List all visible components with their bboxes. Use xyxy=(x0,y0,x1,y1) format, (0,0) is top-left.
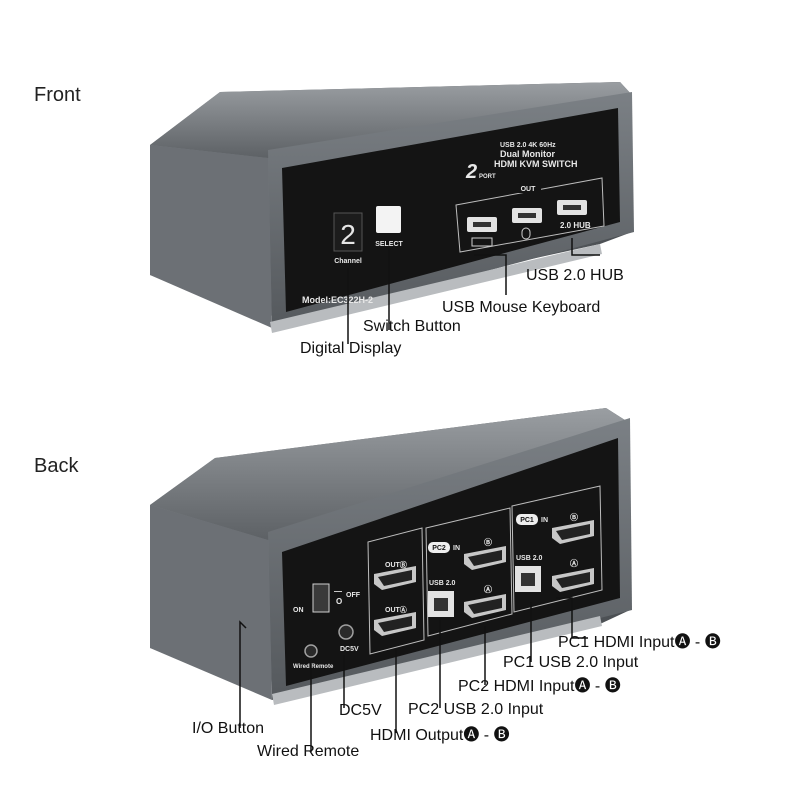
pc2-hdmi-b-slot xyxy=(468,550,502,566)
pc1-badge: PC1 xyxy=(520,517,534,524)
channel-label: Channel xyxy=(334,258,362,265)
back-panel xyxy=(282,438,620,686)
front-panel xyxy=(282,108,620,312)
digital-display xyxy=(333,212,363,252)
pc2-frame xyxy=(425,507,513,637)
out-group-frame xyxy=(455,177,605,253)
hdmi-output-frame xyxy=(367,527,425,655)
pc2-usb-b-slot xyxy=(434,598,448,611)
wired-remote-label: Wired Remote xyxy=(293,664,334,670)
pc1-frame xyxy=(511,485,603,613)
wired-remote-callout: Wired Remote xyxy=(257,743,360,760)
switch-on-mark: — xyxy=(334,587,342,596)
port-badge: 2 xyxy=(465,161,477,183)
front-title: Front xyxy=(34,84,81,106)
brand-line3: HDMI KVM SWITCH xyxy=(494,159,578,169)
pc1-hdmi-input-callout: PC1 HDMI Input🅐 - 🅑 xyxy=(558,634,721,651)
pc2-in-label: IN xyxy=(453,545,460,552)
hdmi-out-b-slot xyxy=(378,570,412,586)
port-word: PORT xyxy=(479,174,496,180)
keyboard-icon xyxy=(471,237,493,247)
io-rocker-switch[interactable] xyxy=(312,583,330,613)
pc2-port-b-label: Ⓑ xyxy=(484,537,492,547)
pc2-badge: PC2 xyxy=(432,545,446,552)
pc1-badge-bg xyxy=(516,514,538,525)
out-label-bg xyxy=(515,183,541,193)
io-button-callout: I/O Button xyxy=(192,720,265,737)
out-a-label: OUTⒶ xyxy=(385,605,407,614)
front-device xyxy=(150,82,634,333)
switch-button-callout: Switch Button xyxy=(363,318,461,335)
pc1-usb-input-callout: PC1 USB 2.0 Input xyxy=(503,654,639,671)
pc1-hdmi-a-slot xyxy=(556,572,590,588)
hdmi-output-callout: HDMI Output🅐 - 🅑 xyxy=(370,727,510,744)
out-label: OUT xyxy=(521,186,537,193)
pc2-usb-input-callout: PC2 USB 2.0 Input xyxy=(408,701,544,718)
usb-port-hub-slot xyxy=(563,205,581,210)
pc2-hdmi-a-slot xyxy=(468,598,502,614)
front-leader-lines xyxy=(347,238,600,344)
hub-label: 2.0 HUB xyxy=(560,221,591,230)
back-leader-lines xyxy=(239,597,588,752)
switch-off-mark: O xyxy=(336,597,342,606)
usb-mouse-keyboard-callout: USB Mouse Keyboard xyxy=(442,299,601,316)
select-button[interactable] xyxy=(376,206,401,233)
usb-port-mouse-slot xyxy=(518,213,536,218)
back-title: Back xyxy=(34,455,79,477)
pc2-port-a-label: Ⓐ xyxy=(484,584,492,594)
hdmi-out-a-slot xyxy=(378,616,412,632)
off-label: OFF xyxy=(346,592,361,599)
digital-display-callout: Digital Display xyxy=(300,340,402,357)
on-label: ON xyxy=(293,607,304,614)
display-digit: 2 xyxy=(340,219,356,250)
wired-remote-jack[interactable] xyxy=(304,644,318,658)
pc1-port-a-label: Ⓐ xyxy=(570,558,578,568)
pc1-port-b-label: Ⓑ xyxy=(570,512,578,522)
model-label: Model:EC322H-2 xyxy=(302,295,373,305)
pc1-hdmi-b-slot xyxy=(556,524,590,540)
pc1-usb-b-slot xyxy=(521,573,535,586)
pc1-usb-label: USB 2.0 xyxy=(516,555,543,562)
pc2-hdmi-input-callout: PC2 HDMI Input🅐 - 🅑 xyxy=(458,678,621,695)
pc2-usb-label: USB 2.0 xyxy=(429,580,456,587)
brand-line1: USB 2.0 4K 60Hz xyxy=(500,142,556,149)
pc1-in-label: IN xyxy=(541,517,548,524)
dc5v-label: DC5V xyxy=(340,646,359,653)
pc2-badge-bg xyxy=(428,542,450,553)
usb-port-keyboard-slot xyxy=(473,222,491,227)
mouse-icon xyxy=(521,227,531,240)
select-label: SELECT xyxy=(375,241,403,248)
dc5v-jack[interactable] xyxy=(338,624,354,640)
brand-line2: Dual Monitor xyxy=(500,149,555,159)
out-b-label: OUTⒷ xyxy=(385,560,407,569)
dc5v-callout: DC5V xyxy=(339,702,382,719)
usb-hub-callout: USB 2.0 HUB xyxy=(526,267,624,284)
